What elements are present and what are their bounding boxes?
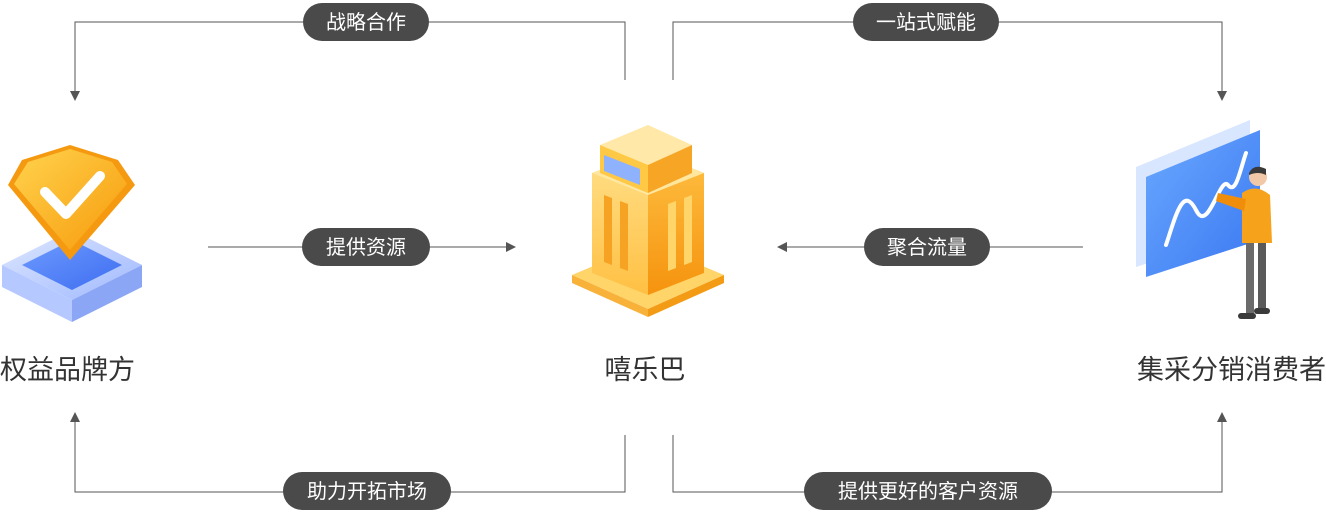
pill-one-stop-empower: 一站式赋能	[853, 3, 999, 41]
pill-aggregate-traffic: 聚合流量	[864, 228, 990, 266]
pill-help-expand-market: 助力开拓市场	[283, 472, 451, 510]
pill-provide-resources: 提供资源	[302, 228, 430, 266]
node-label-consumer: 集采分销消费者	[1137, 355, 1326, 386]
presenter-chart-icon	[1136, 120, 1272, 319]
shield-check-icon	[2, 145, 142, 322]
node-label-brand: 权益品牌方	[0, 355, 135, 386]
pill-strategic-cooperation: 战略合作	[303, 3, 429, 41]
node-label-center: 嘻乐巴	[604, 355, 686, 386]
pill-better-customer-resources: 提供更好的客户资源	[804, 472, 1052, 510]
building-icon	[572, 125, 724, 317]
